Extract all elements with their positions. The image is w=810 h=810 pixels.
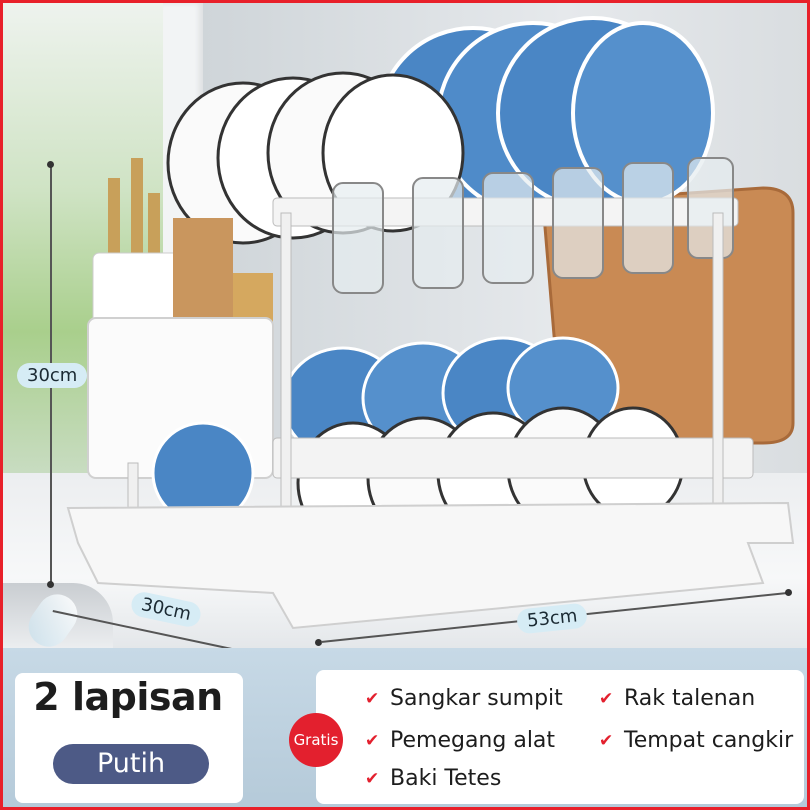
gratis-badge: Gratis [289, 713, 343, 767]
color-variant-pill: Putih [53, 744, 209, 784]
lower-tier-rail [272, 437, 754, 479]
feature-item: ✔ Sangkar sumpit [365, 686, 563, 711]
feature-label: Sangkar sumpit [390, 686, 563, 711]
height-dimension-tick-top [47, 161, 54, 168]
feature-item: ✔ Pemegang alat [365, 728, 555, 753]
check-icon: ✔ [365, 768, 380, 789]
info-panel: 2 lapisan Putih Gratis ✔ Sangkar sumpit … [3, 648, 807, 807]
feature-label: Rak talenan [624, 686, 756, 711]
feature-item: ✔ Rak talenan [599, 686, 755, 711]
height-dimension-label: 30cm [17, 363, 88, 388]
dish-rack-illustration [66, 16, 795, 630]
feature-label: Baki Tetes [390, 766, 502, 791]
feature-item: ✔ Tempat cangkir [599, 728, 793, 753]
tier-count-title: 2 lapisan [33, 675, 223, 719]
feature-item: ✔ Baki Tetes [365, 766, 501, 791]
feature-label: Pemegang alat [390, 728, 556, 753]
check-icon: ✔ [599, 730, 614, 751]
height-dimension-tick-bottom [47, 581, 54, 588]
product-photo: 30cm 30cm 53cm [3, 3, 807, 669]
bonus-features-card [316, 670, 804, 804]
feature-label: Tempat cangkir [624, 728, 794, 753]
width-dimension-tick [785, 589, 792, 596]
check-icon: ✔ [599, 688, 614, 709]
check-icon: ✔ [365, 730, 380, 751]
drip-tray [66, 501, 795, 630]
depth-dimension-tick [315, 639, 322, 646]
blue-plates-top [376, 16, 715, 220]
check-icon: ✔ [365, 688, 380, 709]
